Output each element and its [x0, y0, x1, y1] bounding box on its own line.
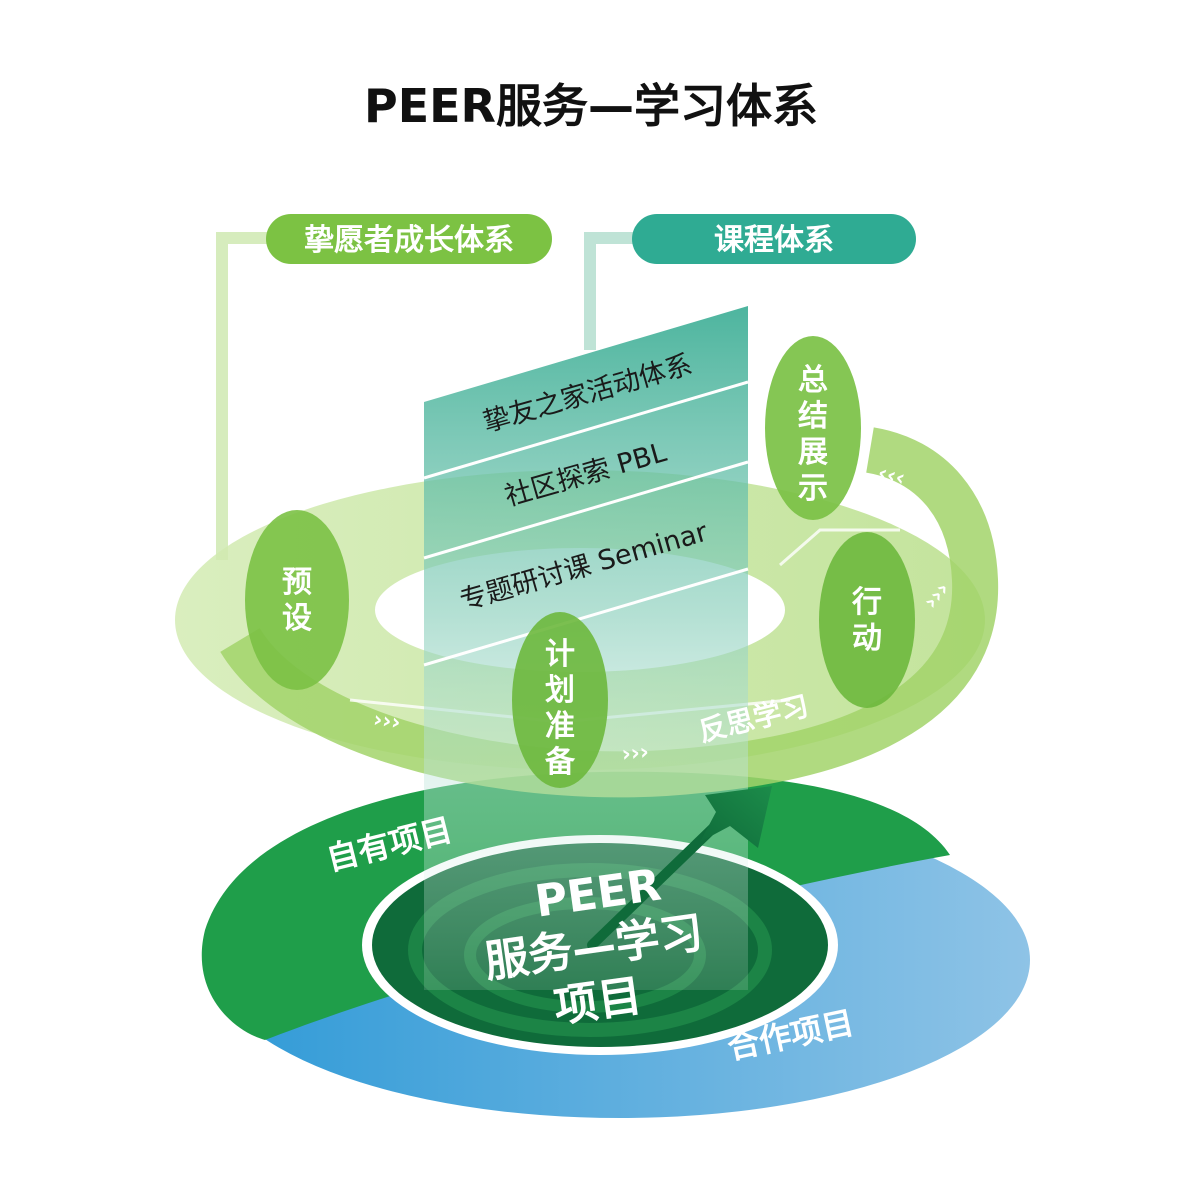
volunteer-system-label: 挚愿者成长体系	[304, 223, 514, 258]
stage-summary-char-2: 结	[798, 399, 828, 434]
stage-action-char-1: 行	[851, 585, 882, 620]
diagram-title: PEER服务—学习体系	[364, 79, 818, 133]
curriculum-system-label: 课程体系	[714, 223, 834, 258]
stage-action-char-2: 动	[852, 621, 882, 656]
loop-highlight-track	[220, 427, 999, 798]
stage-summary-char-3: 展	[798, 435, 828, 470]
stage-summary: 总 结 展 示	[765, 336, 861, 520]
stage-plan-char-1: 计	[545, 637, 575, 672]
flow-chevron-1: ›››	[372, 707, 402, 736]
flow-chevron-2: ›››	[620, 740, 650, 768]
stage-plan-char-4: 备	[545, 745, 576, 780]
stage-preset-char-2: 设	[282, 601, 312, 636]
arrow-fletching	[700, 786, 772, 848]
stage-summary-char-4: 示	[798, 471, 828, 506]
curriculum-system-pill: 课程体系	[632, 214, 916, 264]
stage-summary-char-1: 总	[798, 363, 828, 398]
stage-preset-char-1: 预	[282, 565, 312, 600]
volunteer-connector-line	[216, 232, 272, 560]
volunteer-system-pill: 挚愿者成长体系	[266, 214, 552, 264]
stage-plan-char-3: 准	[545, 709, 575, 744]
stage-action: 行 动	[819, 532, 915, 708]
stage-plan: 计 划 准 备	[512, 612, 608, 788]
panel-divider-1	[423, 380, 749, 480]
target-arrow	[587, 786, 772, 950]
panel-divider-3	[423, 567, 749, 667]
panel-divider-2	[423, 460, 749, 560]
curriculum-connector-line	[584, 232, 636, 350]
stage-plan-char-2: 划	[545, 673, 575, 708]
stage-preset: 预 设	[245, 510, 349, 690]
center-line-3: 项目	[551, 970, 645, 1033]
